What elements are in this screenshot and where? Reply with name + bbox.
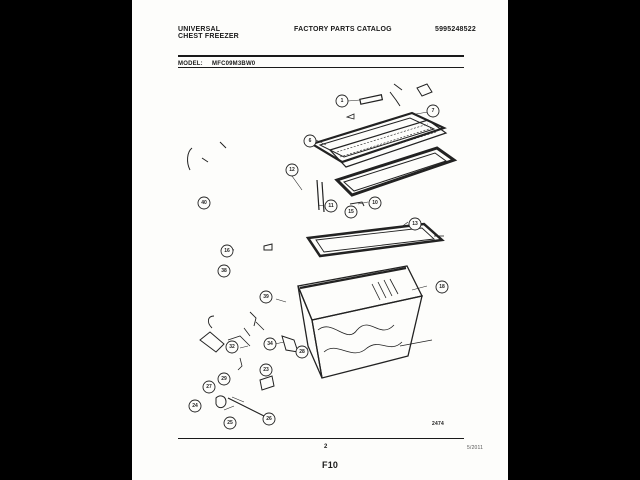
callout-13: 13 — [408, 217, 422, 231]
callout-number: 12 — [289, 167, 295, 173]
callout-12: 12 — [285, 163, 299, 177]
figure-label: F10 — [322, 460, 339, 470]
callout-number: 40 — [201, 200, 207, 206]
model-label: MODEL: — [178, 61, 203, 67]
lid-gasket — [334, 146, 458, 197]
callout-40: 40 — [197, 196, 211, 210]
callout-number: 32 — [229, 344, 235, 350]
cabinet — [297, 265, 433, 379]
callout-number: 25 — [227, 420, 233, 426]
callout-34: 34 — [263, 337, 277, 351]
footer-rule — [178, 438, 464, 439]
callout-26: 26 — [262, 412, 276, 426]
diagram-reference-code: 2474 — [432, 421, 444, 427]
callout-28: 28 — [295, 345, 309, 359]
callout-number: 39 — [263, 294, 269, 300]
page-number: 2 — [324, 444, 328, 450]
handle-and-lock — [187, 141, 365, 213]
drain-parts — [215, 357, 275, 419]
callout-16: 16 — [220, 244, 234, 258]
small-clips — [227, 243, 273, 251]
brand-line-1: UNIVERSAL — [178, 26, 221, 33]
callout-number: 29 — [221, 376, 227, 382]
callout-number: 27 — [206, 384, 212, 390]
callout-10: 10 — [368, 196, 382, 210]
callout-number: 24 — [192, 403, 198, 409]
callout-layer: 1 7 6 12 11 10 15 13 40 16 38 18 39 34 32 28 29 23 27 24 25 2… — [188, 94, 449, 430]
callout-7: 7 — [426, 104, 440, 118]
callout-1: 1 — [335, 94, 349, 108]
callout-number: 38 — [221, 268, 227, 274]
callout-32: 32 — [225, 340, 239, 354]
catalog-number: 5995248522 — [435, 26, 476, 33]
exploded-parts-diagram: 1 7 6 12 11 10 15 13 40 16 38 18 39 34 32 28 29 23 27 24 25 2… — [187, 83, 458, 430]
callout-39: 39 — [259, 290, 273, 304]
model-number: MFC09M3BW0 — [212, 61, 256, 67]
callout-6: 6 — [303, 134, 317, 148]
callout-number: 18 — [439, 284, 445, 290]
callout-38: 38 — [217, 264, 231, 278]
callout-18: 18 — [435, 280, 449, 294]
callout-29: 29 — [217, 372, 231, 386]
callout-number: 28 — [299, 349, 305, 355]
hinge-assembly — [345, 83, 433, 120]
callout-11: 11 — [324, 199, 338, 213]
callout-number: 15 — [348, 209, 354, 215]
callout-27: 27 — [202, 380, 216, 394]
callout-number: 26 — [266, 416, 272, 422]
date-code: 5/2011 — [467, 445, 484, 451]
callout-24: 24 — [188, 399, 202, 413]
header-rule — [178, 55, 464, 57]
lid-frame — [309, 111, 447, 164]
catalog-title: FACTORY PARTS CATALOG — [294, 26, 392, 33]
breaker-trim — [305, 222, 445, 258]
callout-number: 23 — [263, 367, 269, 373]
compressor-and-controls — [199, 311, 299, 353]
callout-number: 13 — [412, 221, 418, 227]
brand-line-2: CHEST FREEZER — [178, 33, 239, 40]
callout-15: 15 — [344, 205, 358, 219]
catalog-sheet: UNIVERSAL CHEST FREEZER FACTORY PARTS CA… — [132, 0, 508, 480]
callout-number: 10 — [372, 200, 378, 206]
model-rule — [178, 67, 464, 68]
callout-number: 1 — [341, 98, 344, 104]
callout-leaders — [223, 99, 429, 411]
callout-number: 11 — [328, 203, 334, 209]
callout-23: 23 — [259, 363, 273, 377]
callout-number: 7 — [432, 108, 435, 114]
callout-number: 16 — [224, 248, 230, 254]
callout-number: 34 — [267, 341, 273, 347]
lid-liner — [328, 119, 448, 168]
callout-25: 25 — [223, 416, 237, 430]
callout-number: 6 — [309, 138, 312, 144]
